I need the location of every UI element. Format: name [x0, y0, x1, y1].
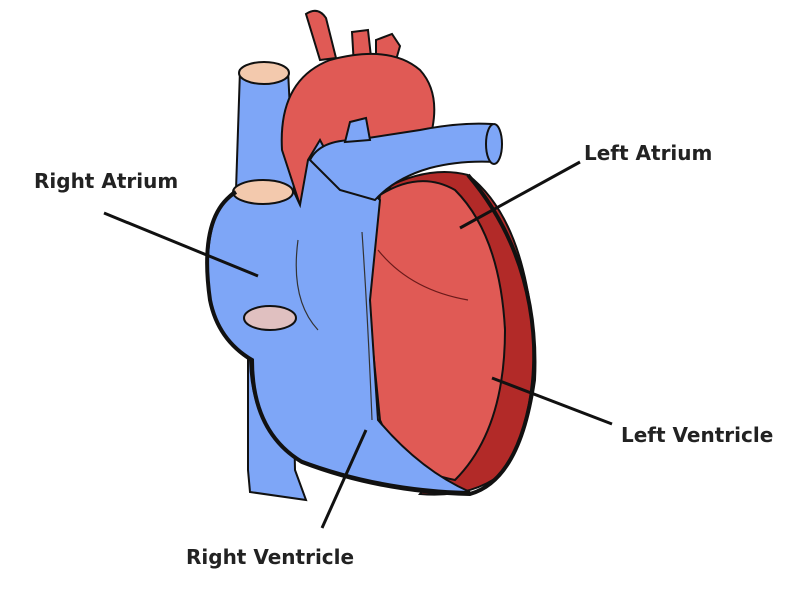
- label-right-ventricle: Right Ventricle: [186, 545, 355, 569]
- vena-cava-junction-opening: [232, 179, 294, 205]
- right-ventricle-pointer: [320, 429, 368, 529]
- label-left-ventricle: Left Ventricle: [621, 423, 774, 447]
- right-atrium-pointer: [103, 211, 259, 278]
- label-left-atrium: Left Atrium: [584, 141, 713, 165]
- left-atrium-contour: [377, 249, 469, 301]
- heart-outline: [205, 173, 537, 497]
- pulmonary-artery-left-branch: [343, 116, 372, 144]
- septum-line: [361, 231, 373, 421]
- label-right-atrium: Right Atrium: [34, 169, 179, 193]
- left-ventricle-pointer: [491, 376, 613, 426]
- left-atrium-pointer: [459, 160, 581, 230]
- inferior-vena-cava-opening: [243, 305, 297, 331]
- aortic-branch-1: [304, 9, 338, 62]
- pulmonary-artery-opening: [485, 123, 503, 165]
- right-atrium-contour: [295, 239, 319, 331]
- superior-vena-cava-opening: [238, 61, 290, 85]
